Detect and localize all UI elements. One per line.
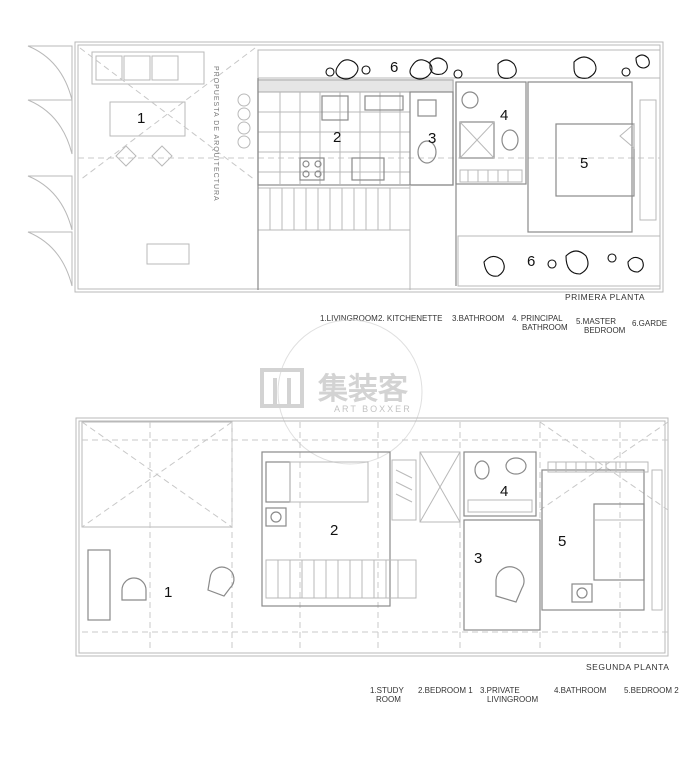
garden-bottom: [457, 235, 661, 287]
watermark-chinese: 集装客: [317, 372, 408, 407]
bar-stools: [237, 93, 251, 149]
sink: [351, 157, 385, 181]
first-floor-room-numbers: 1 2 3 4 5 6 6: [137, 59, 588, 270]
garden-trees-bottom: [483, 250, 644, 277]
study-desk: [87, 549, 111, 621]
rotated-label: PROPUESTA DE ARQUITECTURA: [212, 66, 219, 202]
first-floor-legend: 1.LIVINGROOM 2. KITCHENETTE 3.BATHROOM 4…: [320, 314, 667, 335]
room-number: 5: [580, 155, 588, 172]
room-number: 6: [390, 59, 398, 76]
second-floor-title: SEGUNDA PLANTA: [586, 662, 669, 672]
legend-item: 2. KITCHENETTE: [378, 314, 442, 323]
room-number: 4: [500, 107, 508, 124]
stair-first-floor: [257, 187, 411, 231]
legend-item: 4. PRINCIPAL: [512, 314, 563, 323]
legend-item: 2.BEDROOM 1: [418, 686, 473, 695]
entrance-doors: [27, 45, 73, 287]
room-number: 6: [527, 253, 535, 270]
legend-item: 6.GARDE: [632, 319, 667, 328]
legend-item: 1.LIVINGROOM: [320, 314, 378, 323]
room-number: 1: [164, 584, 172, 601]
room-number: 4: [500, 483, 508, 500]
bathroom-2f: [463, 451, 537, 517]
first-floor-plan: [27, 41, 664, 293]
room-number: 2: [330, 522, 338, 539]
study-chair: [121, 577, 147, 601]
second-floor-plan: [75, 417, 669, 657]
room-number: 1: [137, 110, 145, 127]
garden-top: [257, 49, 661, 79]
watermark-english: ART BOXXER: [334, 404, 412, 414]
second-floor-legend: 1.STUDY ROOM 2.BEDROOM 1 3.PRIVATE LIVIN…: [370, 686, 679, 704]
legend-item: ROOM: [376, 695, 401, 704]
bedroom-1: [261, 451, 391, 607]
master-bed: [555, 123, 635, 197]
room-number: 3: [474, 550, 482, 567]
legend-item: BEDROOM: [584, 326, 626, 335]
legend-item: 3.PRIVATE: [480, 686, 520, 695]
tv-unit: [146, 243, 190, 265]
room-number: 2: [333, 129, 341, 146]
coffee-table: [109, 101, 186, 137]
legend-item: 5.BEDROOM 2: [624, 686, 679, 695]
room-number: 5: [558, 533, 566, 550]
legend-item: 3.BATHROOM: [452, 314, 505, 323]
stair-second-floor: [265, 559, 417, 599]
legend-item: BATHROOM: [522, 323, 568, 332]
legend-item: 4.BATHROOM: [554, 686, 607, 695]
garden-trees-top: [325, 54, 650, 80]
legend-item: 5.MASTER: [576, 317, 616, 326]
second-floor-room-numbers: 1 2 3 4 5: [164, 483, 566, 601]
legend-item: 1.STUDY: [370, 686, 404, 695]
legend-item: LIVINGROOM: [487, 695, 538, 704]
cooktop: [299, 157, 325, 181]
bed-2: [593, 503, 645, 581]
watermark: 集装客 ART BOXXER: [260, 319, 423, 465]
sofa: [91, 51, 205, 85]
first-floor-title: PRIMERA PLANTA: [565, 292, 645, 302]
armchair: [495, 566, 525, 603]
watermark-logo-icon: [260, 368, 304, 408]
room-number: 3: [428, 130, 436, 147]
master-bedroom: [527, 81, 633, 233]
